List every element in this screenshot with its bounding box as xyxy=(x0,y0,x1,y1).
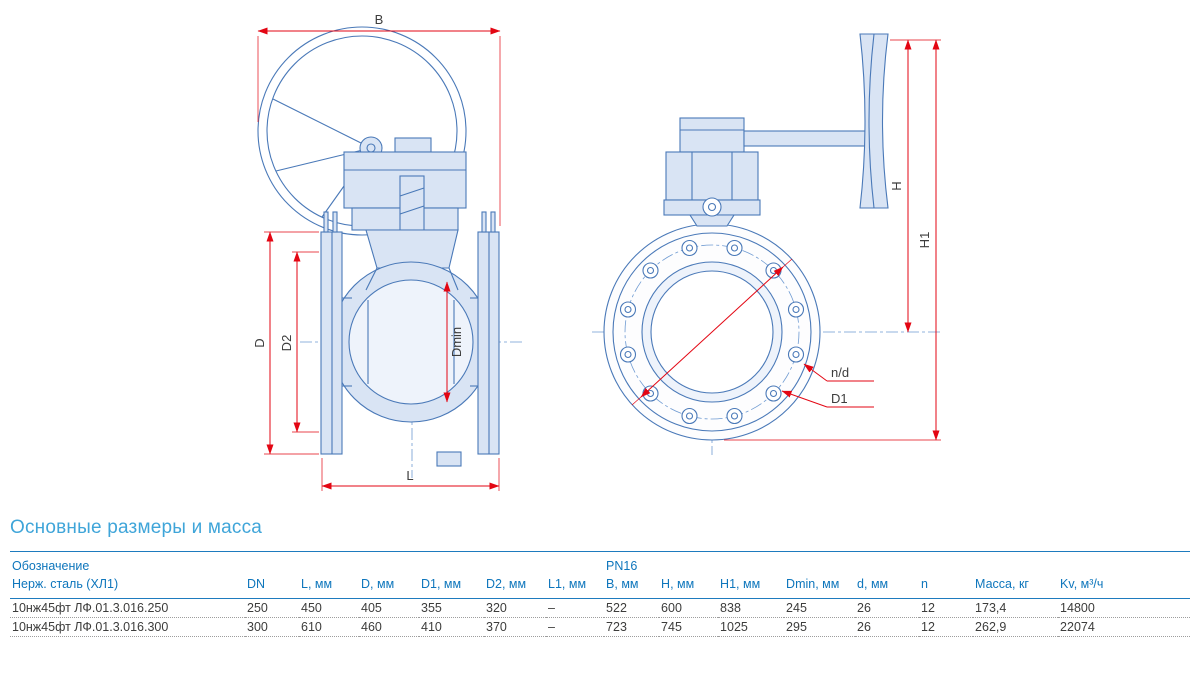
section-title: Основные размеры и масса xyxy=(10,517,263,538)
table-cell: 610 xyxy=(299,617,359,637)
gearbox xyxy=(343,137,467,231)
col-header-mass: Масса, кг xyxy=(973,575,1059,599)
table-cell: 460 xyxy=(359,617,419,637)
col-header-h: H, мм xyxy=(659,575,719,599)
dim-label-d: D xyxy=(252,338,267,347)
col-header-d: D, мм xyxy=(359,575,419,599)
dim-label-dmin: Dmin xyxy=(449,327,464,357)
table-cell: 300 xyxy=(245,617,299,637)
col-header-b: B, мм xyxy=(604,575,660,599)
valve-body xyxy=(330,261,492,467)
col-header-dmin: Dmin, мм xyxy=(784,575,856,599)
table-cell: 1025 xyxy=(718,617,785,637)
front-view: B D D2 Dmin L xyxy=(252,12,525,491)
col-header-d1: D1, мм xyxy=(419,575,484,599)
flanges xyxy=(320,211,500,455)
cell-designation: 10нж45фт ЛФ.01.3.016.250 xyxy=(10,598,245,618)
table-cell: 600 xyxy=(659,598,719,618)
table-row: 10нж45фт ЛФ.01.3.016.300 300 610 460 410… xyxy=(10,617,1191,637)
table-cell: 250 xyxy=(245,598,299,618)
table-cell: 262,9 xyxy=(973,617,1059,637)
col-header-n: n xyxy=(919,575,974,599)
table-cell: 745 xyxy=(659,617,719,637)
table-cell: 12 xyxy=(919,617,974,637)
dim-label-b: B xyxy=(375,12,384,27)
handwheel-side xyxy=(743,33,889,209)
dim-label-d2: D2 xyxy=(279,335,294,352)
table-cell: 26 xyxy=(855,617,920,637)
col-header-d-bolt: d, мм xyxy=(855,575,920,599)
dim-label-h: H xyxy=(889,181,904,190)
col-header-dn: DN xyxy=(245,575,299,599)
table-cell: 450 xyxy=(299,598,359,618)
table-column-header-row: Нерж. сталь (ХЛ1) DN L, мм D, мм D1, мм … xyxy=(10,575,1191,599)
table-cell: 723 xyxy=(604,617,660,637)
actuator xyxy=(663,117,761,227)
col-header-l: L, мм xyxy=(299,575,359,599)
col-header-kv: Kv, м³/ч xyxy=(1058,575,1191,599)
table-cell: 320 xyxy=(484,598,546,618)
side-view: H H1 n/d D1 xyxy=(592,33,941,455)
col-header-material: Нерж. сталь (ХЛ1) xyxy=(10,575,245,599)
pn-group-header: PN16 xyxy=(604,551,1191,575)
table-cell: 295 xyxy=(784,617,856,637)
table-cell: 410 xyxy=(419,617,484,637)
table-cell: 405 xyxy=(359,598,419,618)
table-group-header-row: Обозначение PN16 xyxy=(10,551,1191,575)
table-cell: 173,4 xyxy=(973,598,1059,618)
col-header-l1: L1, мм xyxy=(546,575,605,599)
table-cell: 22074 xyxy=(1058,617,1191,637)
cell-designation: 10нж45фт ЛФ.01.3.016.300 xyxy=(10,617,245,637)
col-header-h1: H1, мм xyxy=(718,575,785,599)
table-cell: 14800 xyxy=(1058,598,1191,618)
side-dimensions: H H1 n/d D1 xyxy=(631,39,941,441)
dimensions-table: Обозначение PN16 Нерж. сталь (ХЛ1) DN L,… xyxy=(10,551,1191,637)
table-row: 10нж45фт ЛФ.01.3.016.250 250 450 405 355… xyxy=(10,598,1191,618)
designation-group-header: Обозначение xyxy=(10,551,605,575)
table-cell: 522 xyxy=(604,598,660,618)
front-dimensions: B D D2 Dmin L xyxy=(252,12,501,491)
dim-label-h1: H1 xyxy=(917,232,932,249)
technical-drawing: B D D2 Dmin L xyxy=(252,12,941,491)
table-cell: – xyxy=(546,617,605,637)
table-cell: 12 xyxy=(919,598,974,618)
table-cell: 370 xyxy=(484,617,546,637)
dim-label-nd: n/d xyxy=(831,365,849,380)
table-cell: 838 xyxy=(718,598,785,618)
dim-label-d1: D1 xyxy=(831,391,848,406)
table-cell: 355 xyxy=(419,598,484,618)
table-cell: – xyxy=(546,598,605,618)
table-cell: 245 xyxy=(784,598,856,618)
col-header-d2: D2, мм xyxy=(484,575,546,599)
dim-label-l: L xyxy=(406,468,413,483)
table-cell: 26 xyxy=(855,598,920,618)
